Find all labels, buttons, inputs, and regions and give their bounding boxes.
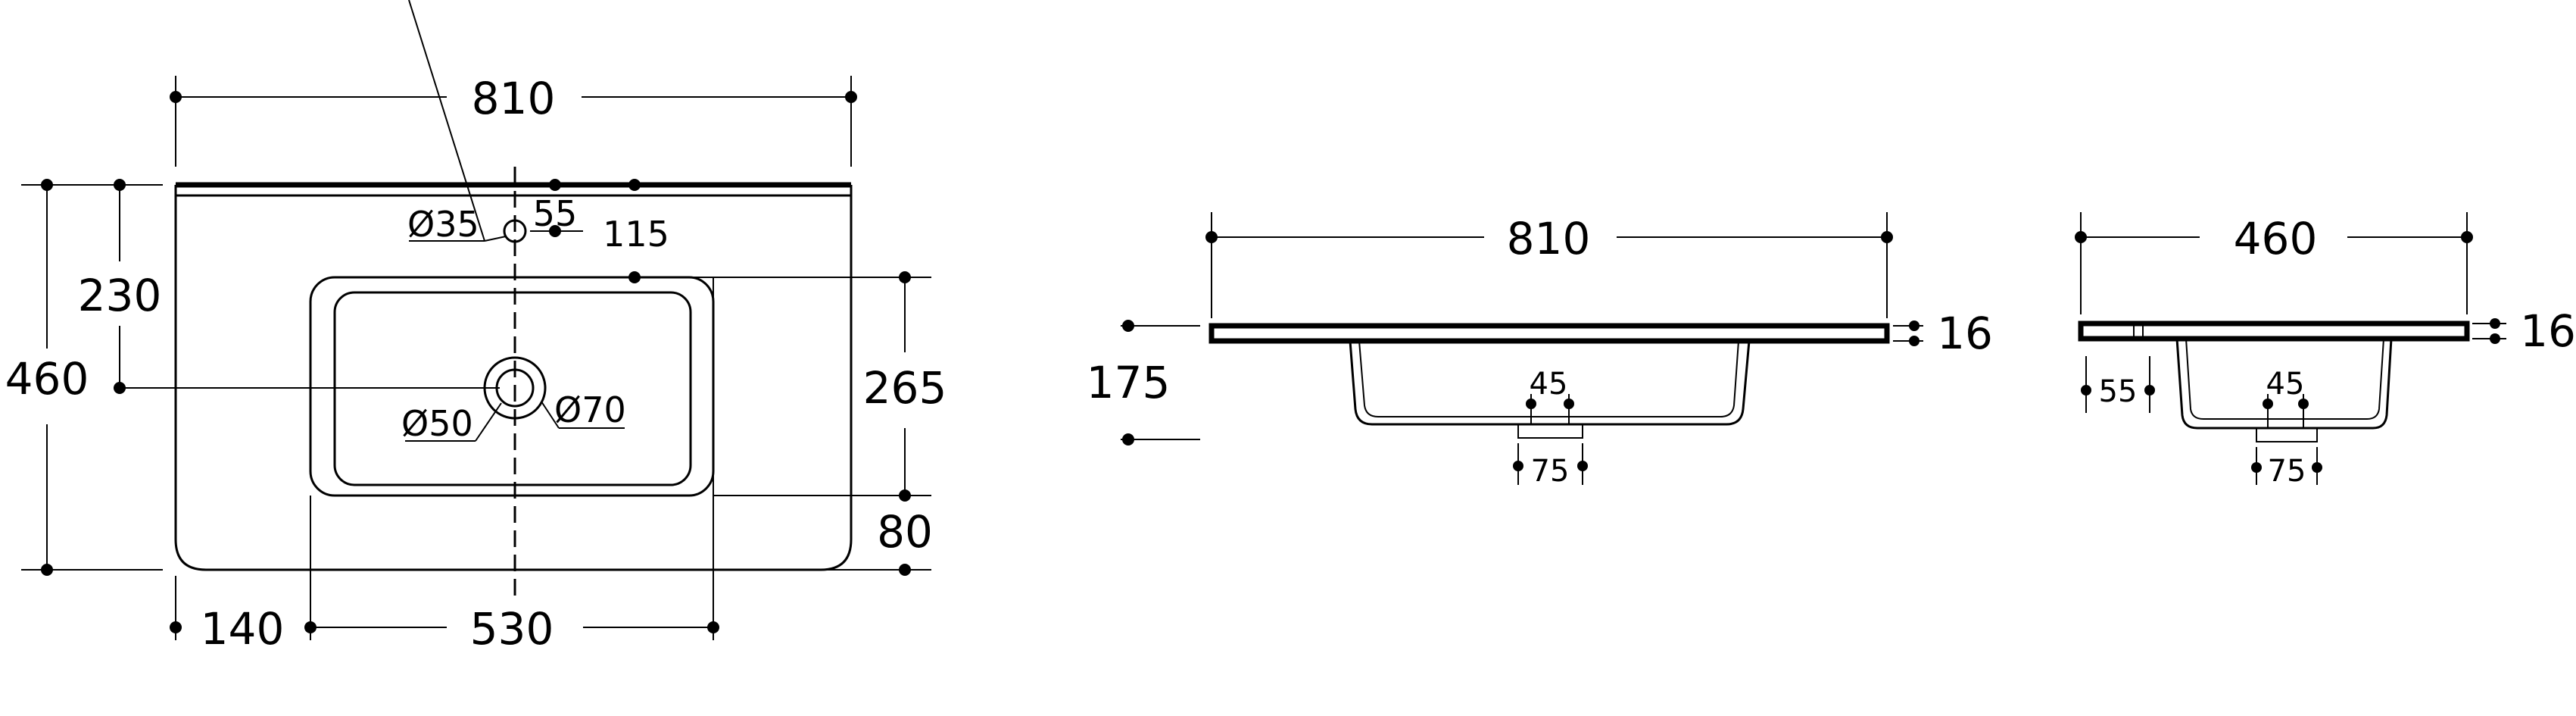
- dim-tap-depth: 230: [78, 270, 162, 321]
- dim-side-waste-inner: 45: [2266, 367, 2305, 402]
- label-waste-outer-dia: Ø70: [554, 389, 626, 430]
- dim-rear-offset: 55: [2099, 374, 2138, 409]
- side-slab: [2078, 320, 2470, 342]
- dim-bowl-offset: 115: [603, 214, 669, 255]
- dim-front-width: 810: [1507, 213, 1591, 264]
- dim-slab-thickness: 16: [1937, 308, 1993, 359]
- front-slab: [1208, 323, 1890, 344]
- dim-side-depth: 460: [2234, 213, 2318, 264]
- plan-view: 810 460 230 265 80 140 530 55 115 Ø35: [5, 0, 947, 655]
- side-waste: [2256, 427, 2318, 442]
- dim-waste-inner: 45: [1530, 367, 1568, 402]
- dim-side-slab-thickness: 16: [2520, 305, 2576, 357]
- label-waste-dia: Ø50: [401, 403, 473, 444]
- dim-front-margin: 80: [877, 506, 933, 558]
- dim-width: 810: [472, 73, 556, 124]
- bowl-outer: [309, 276, 715, 497]
- dim-depth: 460: [5, 353, 89, 405]
- label-tap-hole-dia: Ø35: [407, 204, 479, 245]
- front-view: 810 175 16 45 75: [1087, 212, 1993, 489]
- side-view: 460 16 55 45 75: [2075, 212, 2576, 489]
- dim-waste-outer: 75: [1531, 454, 1570, 489]
- dim-height: 175: [1087, 357, 1171, 408]
- dim-bowl-width: 530: [470, 603, 554, 655]
- dim-side-margin: 140: [201, 603, 285, 655]
- tap-hole: [503, 219, 527, 243]
- dim-overflow-offset: 55: [533, 193, 578, 234]
- front-waste: [1517, 424, 1583, 439]
- basin-outline: [174, 185, 853, 571]
- dim-side-waste-outer: 75: [2268, 454, 2306, 489]
- dim-bowl-depth: 265: [863, 362, 947, 414]
